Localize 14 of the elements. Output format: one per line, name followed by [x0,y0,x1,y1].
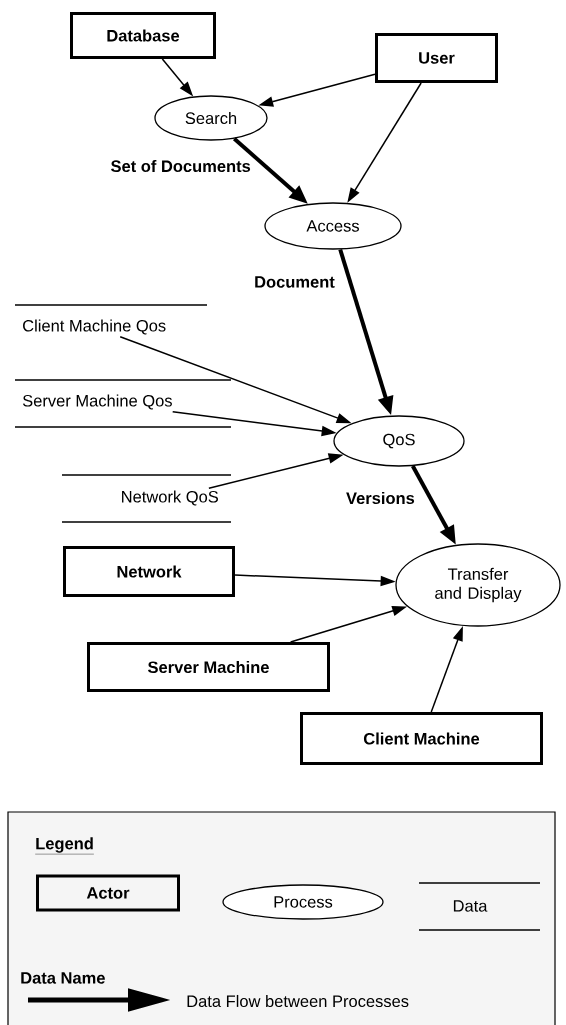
data-store: Server Machine Qos [14,379,232,428]
actor-box: Network [63,546,235,597]
data-store: Client Machine Qos [14,304,208,335]
actor-box: Server Machine [87,642,330,692]
data-store: Network QoS [61,474,232,523]
edge-label: Versions [346,491,415,505]
data-name-label: Data Name [21,972,105,984]
legend-heading: Legend [35,837,95,855]
legend-label: Data Flow between Processes [187,994,409,1008]
edge-label: Document [255,276,335,288]
actor-box: User [375,33,498,83]
actor-box: Client Machine [300,712,543,765]
actor-box: Database [70,12,216,59]
edge-label: Set of Documents [111,159,251,173]
